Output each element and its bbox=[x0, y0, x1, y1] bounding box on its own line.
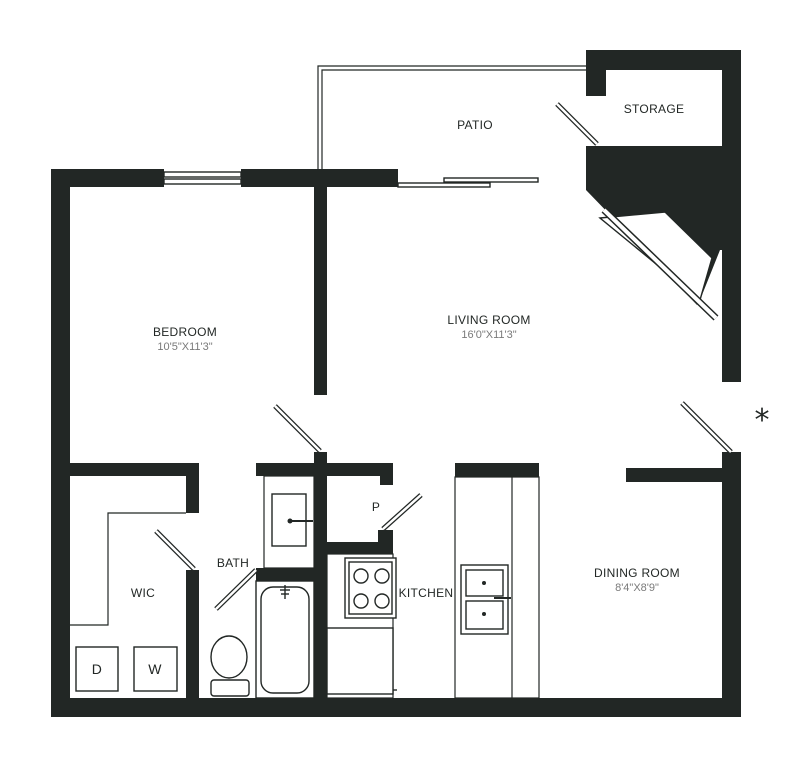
washer bbox=[133, 646, 178, 692]
entry-marker-icon: * bbox=[755, 403, 770, 438]
laundry: D W bbox=[75, 646, 178, 692]
counter bbox=[326, 553, 394, 699]
kitchen-label: KITCHEN bbox=[399, 586, 454, 600]
pantry-label: P bbox=[372, 500, 380, 514]
bedroom-window bbox=[163, 171, 242, 185]
living-room-label: LIVING ROOM bbox=[447, 313, 530, 327]
bath-fixtures bbox=[210, 475, 315, 699]
dryer-label: D bbox=[92, 661, 102, 677]
wic-label: WIC bbox=[131, 586, 155, 600]
patio-sliding-door bbox=[397, 177, 539, 188]
washer-label: W bbox=[148, 661, 162, 677]
door-swings bbox=[154, 102, 733, 611]
bedroom-label: BEDROOM bbox=[153, 325, 217, 339]
dining-room-label: DINING ROOM bbox=[594, 566, 680, 580]
bath-label: BATH bbox=[217, 556, 249, 570]
refrigerator bbox=[326, 627, 394, 695]
living-room-dimensions: 16'0"X11'3" bbox=[461, 329, 516, 341]
toilet bbox=[210, 635, 250, 697]
patio-label: PATIO bbox=[457, 118, 493, 132]
bedroom-dimensions: 10'5"X11'3" bbox=[157, 341, 212, 353]
island-counter bbox=[454, 476, 540, 699]
patio-railing bbox=[317, 65, 588, 170]
wic-shelving bbox=[70, 512, 186, 626]
vanity bbox=[263, 475, 315, 569]
dryer bbox=[75, 646, 119, 692]
interior-walls bbox=[70, 187, 722, 698]
storage-label: STORAGE bbox=[624, 102, 685, 116]
kitchen-fixtures bbox=[326, 476, 540, 699]
dining-room-dimensions: 8'4"X8'9" bbox=[615, 582, 659, 594]
fireplace bbox=[598, 207, 719, 321]
